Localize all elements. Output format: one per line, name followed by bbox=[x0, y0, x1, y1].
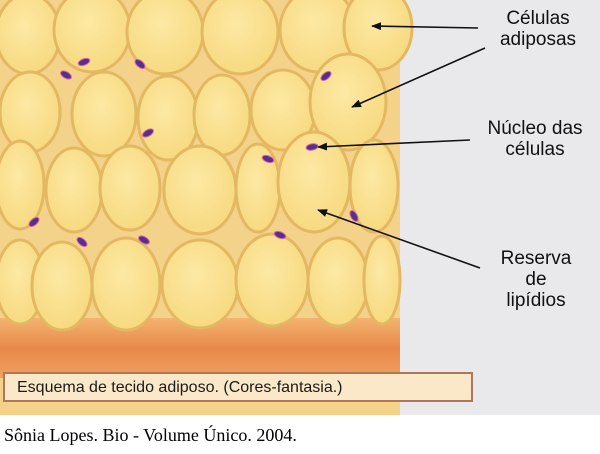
cell-nucleus bbox=[349, 210, 359, 222]
label-cell-nucleus: Núcleo das células bbox=[470, 118, 600, 160]
adipose-cell bbox=[162, 144, 238, 236]
adipose-cell bbox=[200, 0, 280, 76]
label-lipid-reserve: Reserva de lipídios bbox=[478, 248, 594, 311]
adipose-cell bbox=[44, 146, 104, 234]
label-line: Células bbox=[506, 8, 570, 29]
nucleus-layer bbox=[28, 57, 359, 248]
arrow-to-nucleus bbox=[317, 139, 471, 151]
arrow-to-cells-1 bbox=[371, 22, 479, 31]
adipose-cell bbox=[234, 142, 282, 234]
cell-nucleus bbox=[261, 154, 275, 164]
cell-nucleus bbox=[134, 58, 146, 70]
adipose-cell bbox=[234, 232, 310, 328]
adipose-cell bbox=[362, 234, 402, 326]
adipose-tissue-diagram bbox=[0, 0, 486, 415]
cell-nucleus bbox=[273, 230, 287, 240]
label-line: de bbox=[525, 269, 547, 290]
label-adipose-cells: Células adiposas bbox=[478, 8, 598, 50]
cell-nucleus bbox=[60, 70, 72, 80]
cell-nucleus bbox=[142, 128, 154, 138]
label-line: Núcleo das bbox=[487, 118, 583, 139]
cell-nucleus bbox=[138, 235, 150, 245]
figure: Células adiposas Núcleo das células Rese… bbox=[0, 0, 600, 415]
label-line: lipídios bbox=[506, 290, 566, 311]
adipose-cell bbox=[306, 236, 370, 328]
adipose-cell bbox=[70, 70, 138, 158]
cell-nucleus bbox=[320, 70, 332, 82]
cell-nucleus bbox=[28, 216, 40, 228]
source-credit: Sônia Lopes. Bio - Volume Único. 2004. bbox=[4, 425, 297, 445]
adipose-cell bbox=[52, 0, 132, 74]
adipose-cell bbox=[30, 240, 94, 332]
adipose-cell bbox=[348, 138, 400, 234]
adipose-cell bbox=[160, 238, 240, 330]
label-line: Reserva bbox=[500, 248, 572, 269]
label-line: adiposas bbox=[499, 29, 577, 50]
adipose-cell bbox=[0, 139, 46, 231]
adipose-cell bbox=[98, 144, 162, 232]
cell-layer bbox=[0, 0, 414, 332]
adipose-cell bbox=[0, 70, 62, 154]
arrow-layer bbox=[317, 22, 486, 269]
arrow-to-lipids bbox=[317, 209, 481, 269]
adipose-cell bbox=[90, 236, 162, 332]
caption: Esquema de tecido adiposo. (Cores-fantas… bbox=[17, 379, 343, 396]
adipose-cell bbox=[192, 73, 252, 157]
cell-nucleus bbox=[77, 57, 91, 67]
arrow-to-cells-2 bbox=[351, 47, 486, 108]
adipose-cell bbox=[0, 0, 62, 76]
label-line: células bbox=[505, 139, 565, 160]
cell-nucleus bbox=[76, 236, 88, 248]
caption-box: Esquema de tecido adiposo. (Cores-fantas… bbox=[3, 372, 473, 402]
